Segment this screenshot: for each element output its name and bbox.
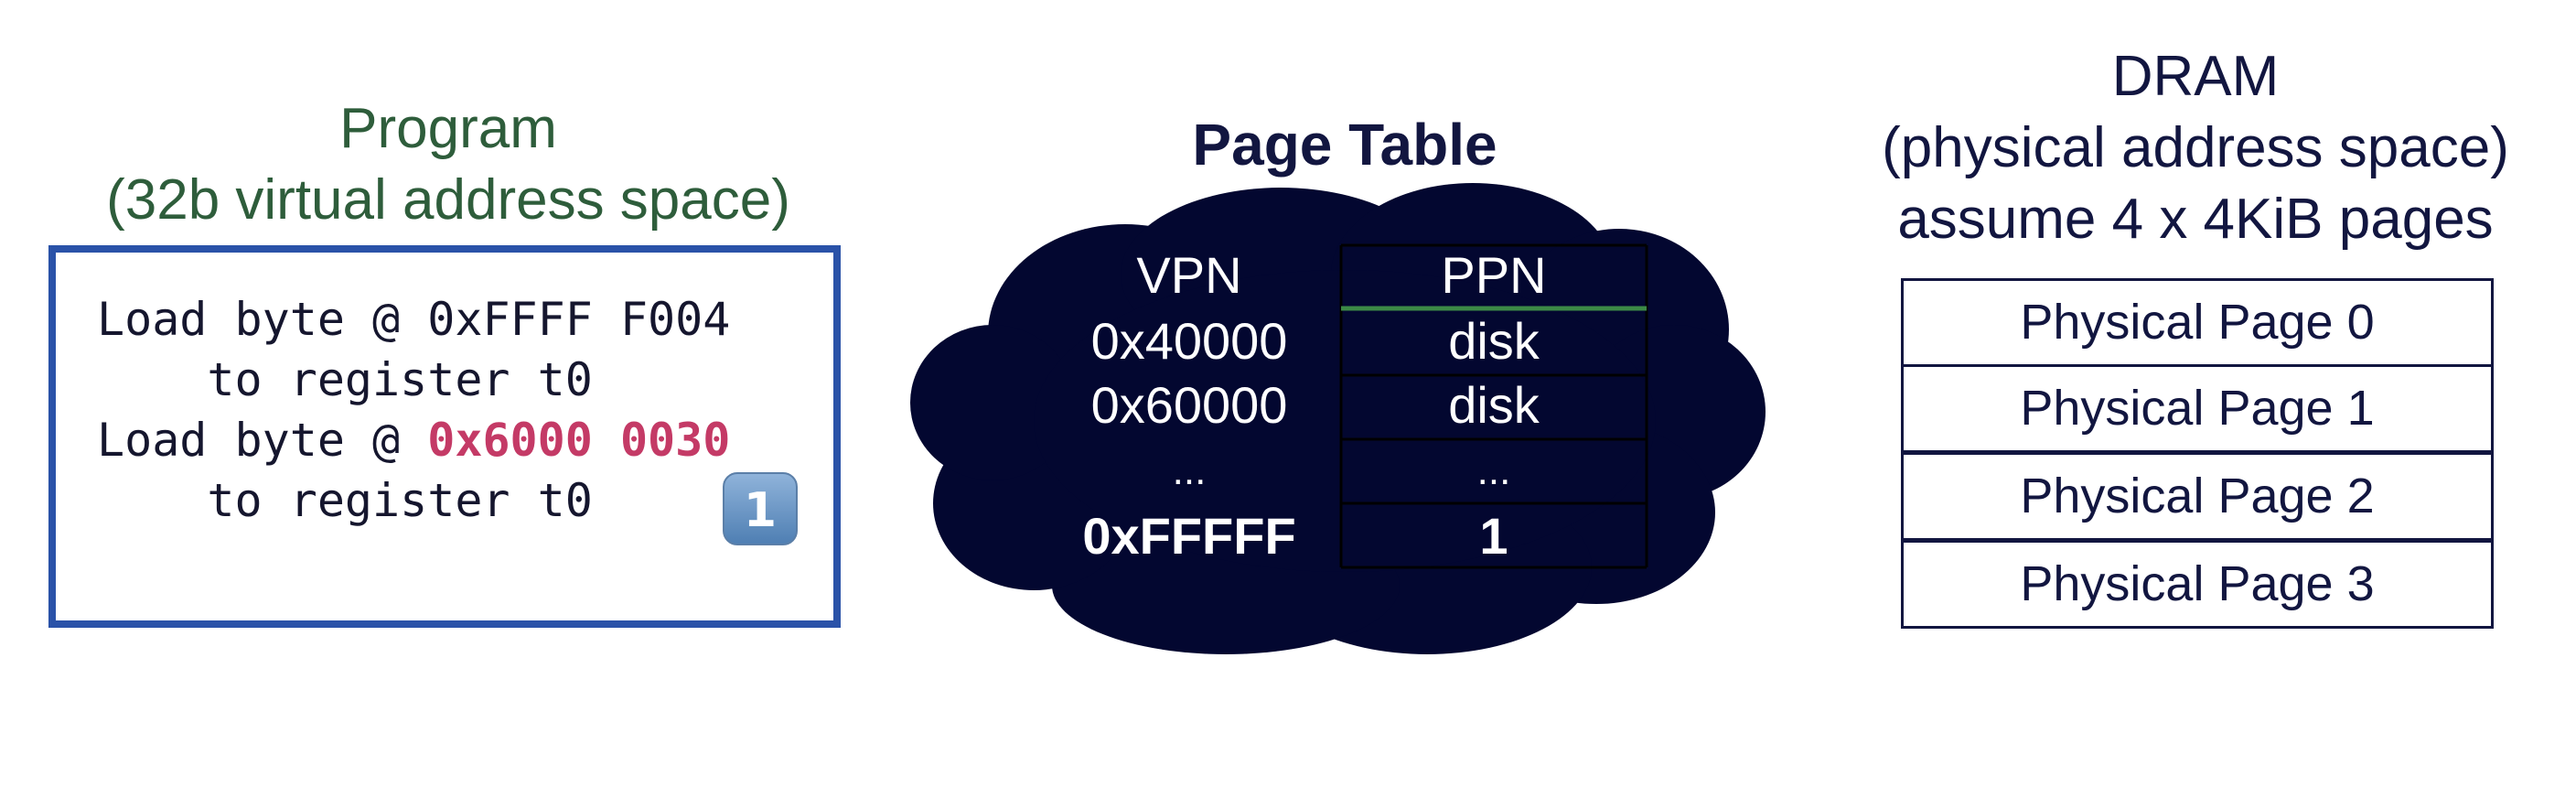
dram-title-line3: assume 4 x 4KiB pages <box>1897 188 2494 251</box>
code-line-1-address: 0xFFFF F004 <box>427 293 731 346</box>
cloud-shape <box>910 183 1766 654</box>
physical-page-3: Physical Page 3 <box>1901 540 2494 629</box>
code-line-4: to register t0 <box>97 474 593 527</box>
pt-row-2-ppn: disk <box>1448 376 1540 434</box>
program-title-line1: Program <box>339 97 557 160</box>
pt-row-2-vpn: 0x60000 <box>1090 376 1288 434</box>
ppn-column-grid <box>1339 243 1648 569</box>
dram-title-line1: DRAM <box>2111 45 2280 108</box>
physical-page-1: Physical Page 1 <box>1901 364 2494 453</box>
code-line-1: Load byte @ 0xFFFF F004 <box>97 289 730 350</box>
program-code-box: Load byte @ 0xFFFF F004 to register t0 L… <box>48 245 841 628</box>
pt-row-1-ppn: disk <box>1448 312 1540 370</box>
ppn-header: PPN <box>1441 246 1547 304</box>
code-line-1-text: Load byte @ <box>97 293 428 346</box>
pt-row-3-ppn: ... <box>1476 448 1511 493</box>
pt-row-1-vpn: 0x40000 <box>1090 312 1288 370</box>
page-table-title: Page Table <box>1192 112 1497 178</box>
code-line-3-address: 0x6000 0030 <box>427 414 731 467</box>
dram-title: DRAM (physical address space) assume 4 x… <box>1830 41 2561 255</box>
dram-title-line2: (physical address space) <box>1882 116 2509 179</box>
code-line-3-text: Load byte @ <box>97 414 428 467</box>
pt-row-4-ppn: 1 <box>1479 507 1508 565</box>
code-line-2: to register t0 <box>97 353 593 406</box>
step-1-badge: 1 <box>723 472 798 545</box>
pt-row-3-vpn: ... <box>1172 448 1207 493</box>
physical-page-0: Physical Page 0 <box>1901 278 2494 367</box>
vpn-header: VPN <box>1136 246 1242 304</box>
code-line-3: Load byte @ 0x6000 0030 <box>97 410 730 470</box>
physical-page-2: Physical Page 2 <box>1901 452 2494 541</box>
program-title: Program (32b virtual address space) <box>37 93 860 236</box>
pt-row-4-vpn: 0xFFFFF <box>1082 507 1296 565</box>
program-title-line2: (32b virtual address space) <box>106 168 790 232</box>
